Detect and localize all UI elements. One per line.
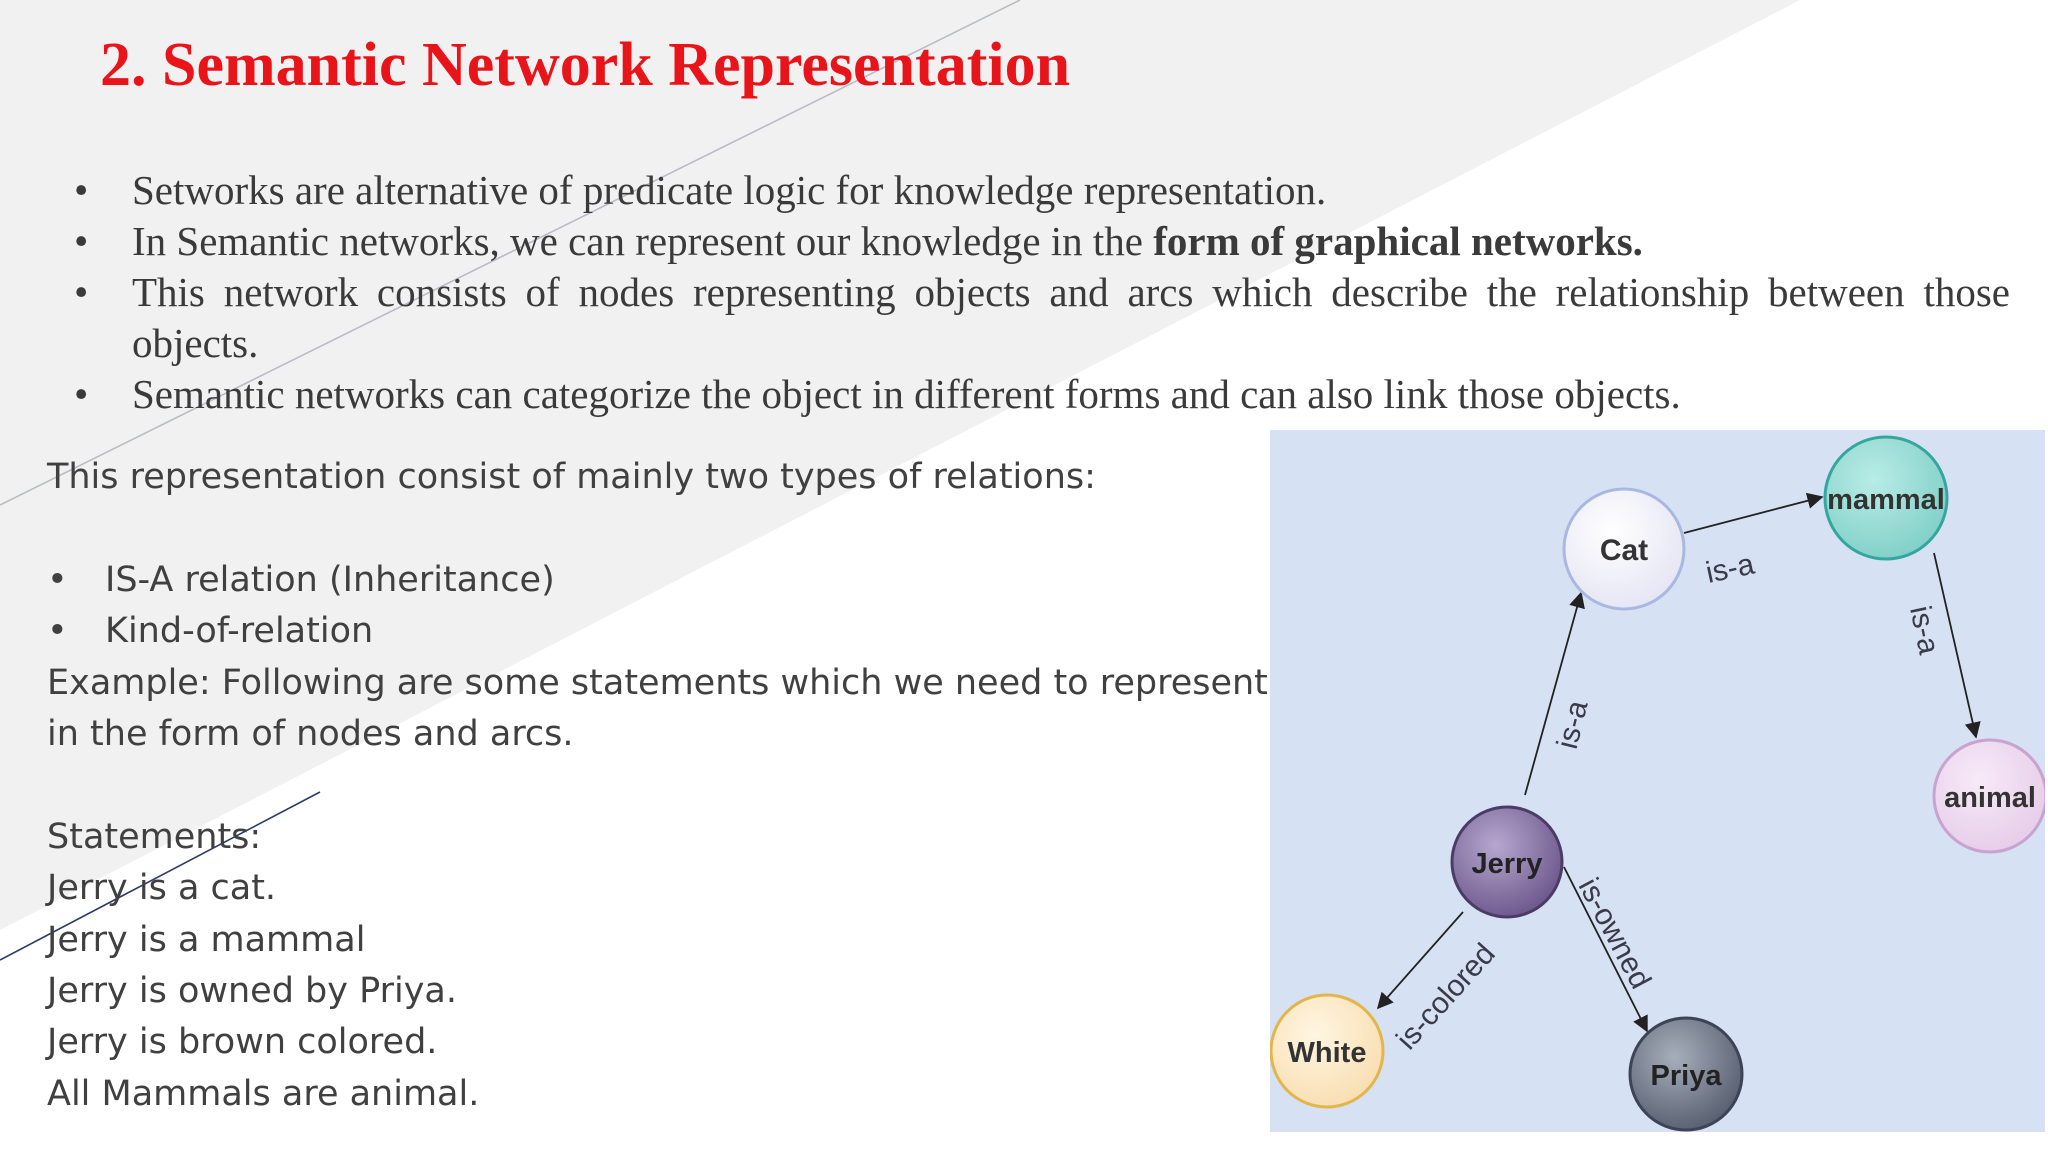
statement-line: Jerry is owned by Priya. — [47, 971, 457, 1012]
relation-label: IS-A relation (Inheritance) — [105, 559, 555, 600]
background-grey-band — [0, 0, 1800, 930]
edge-jerry-white — [1376, 911, 1464, 1010]
statements-heading: Statements: — [47, 816, 262, 857]
bullet-symbol: • — [47, 611, 68, 652]
relation-item: • IS-A relation (Inheritance) — [47, 555, 1267, 606]
relations-text-block: This representation consist of mainly tw… — [47, 452, 1268, 1120]
bullet-item: • This network consists of nodes represen… — [70, 267, 2010, 369]
edge-mammal-animal — [1933, 552, 1981, 739]
decorative-line-top — [0, 0, 1021, 506]
bullet-symbol: • — [74, 371, 89, 417]
statement-line: Jerry is a cat. — [47, 868, 277, 909]
bullet-bold-text: form of graphical networks. — [1153, 218, 1643, 264]
edge-jerry-cat — [1524, 591, 1585, 796]
edge-jerry-priya — [1563, 866, 1648, 1033]
bullet-symbol: • — [74, 218, 89, 264]
bullet-text: This network consists of nodes represent… — [132, 269, 2010, 366]
bullet-symbol: • — [74, 167, 89, 213]
bullet-text: Setworks are alternative of predicate lo… — [132, 167, 1327, 213]
example-line: Example: Following are some statements w… — [47, 662, 1268, 703]
node-label-mammal: mammal — [1827, 484, 1945, 516]
node-label-cat: Cat — [1600, 534, 1648, 567]
node-label-white: White — [1288, 1037, 1367, 1069]
relation-label: Kind-of-relation — [105, 611, 374, 652]
slide-title: 2. Semantic Network Representation — [100, 31, 1071, 99]
node-jerry: Jerry — [1450, 805, 1564, 919]
bullet-item: • In Semantic networks, we can represent… — [70, 216, 2010, 267]
node-mammal: mammal — [1823, 435, 1949, 561]
example-line: in the form of nodes and arcs. — [47, 714, 574, 755]
relations-intro: This representation consist of mainly tw… — [47, 457, 1096, 497]
bullet-text: In Semantic networks, we can represent o… — [132, 218, 1154, 264]
statement-line: Jerry is a mammal — [47, 919, 366, 960]
node-cat: Cat — [1562, 487, 1686, 611]
bullet-item: • Setworks are alternative of predicate l… — [70, 165, 2010, 216]
bullet-text: Semantic networks can categorize the obj… — [132, 371, 1681, 417]
bullet-symbol: • — [74, 269, 89, 315]
node-priya: Priya — [1628, 1016, 1744, 1132]
relation-item: • Kind-of-relation — [47, 606, 1267, 657]
semantic-network-diagram: is-a is-a is-a is-owned is-colored Cat m… — [1270, 430, 2045, 1132]
bullet-item: • Semantic networks can categorize the ob… — [70, 369, 2010, 420]
edge-cat-mammal — [1683, 492, 1824, 534]
statement-line: All Mammals are animal. — [47, 1073, 480, 1114]
statement-line: Jerry is brown colored. — [47, 1022, 438, 1063]
node-label-jerry: Jerry — [1472, 848, 1543, 880]
decorative-line-bottom — [0, 791, 321, 961]
node-white: White — [1270, 993, 1385, 1109]
bullet-symbol: • — [47, 559, 68, 600]
node-label-animal: animal — [1944, 782, 2036, 814]
node-animal: animal — [1932, 738, 2045, 854]
node-label-priya: Priya — [1651, 1060, 1723, 1092]
intro-bullet-list: • Setworks are alternative of predicate l… — [70, 165, 2010, 420]
